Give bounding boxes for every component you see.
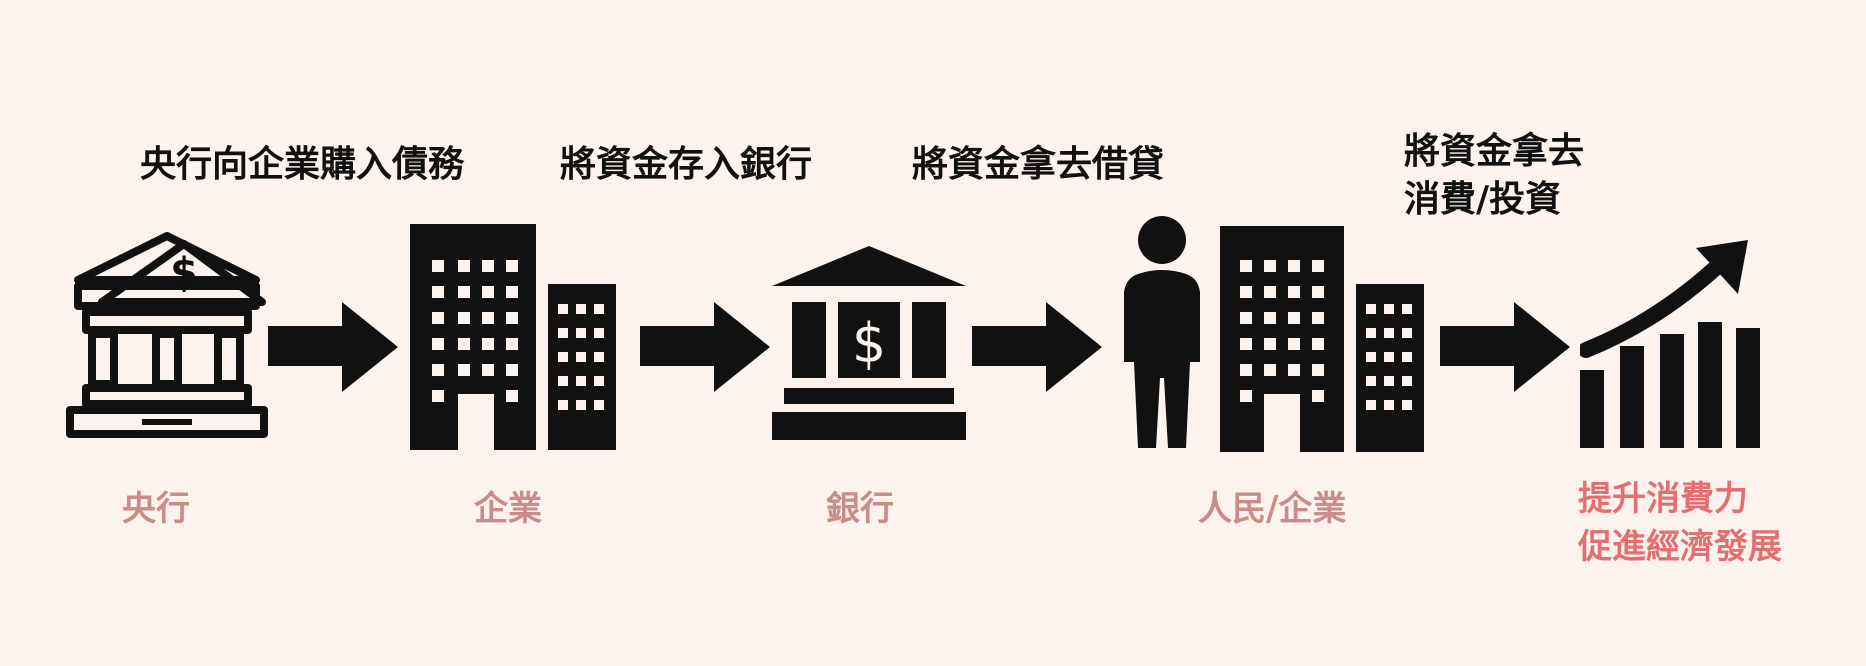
arrow-right-icon	[268, 302, 398, 392]
result-label-line2: 促進經濟發展	[1578, 527, 1782, 567]
result-label-line1: 提升消費力	[1578, 479, 1748, 519]
growth-chart-icon	[1580, 240, 1760, 448]
node-label-enterprise: 企業	[474, 489, 542, 529]
office-buildings-icon	[410, 224, 616, 450]
step-label-1: 央行向企業購入債務	[140, 144, 465, 185]
step-label-4-line2: 消費/投資	[1404, 179, 1562, 220]
svg-text:$: $	[170, 250, 198, 296]
step-label-2: 將資金存入銀行	[560, 144, 813, 185]
central-bank-icon: $	[66, 232, 268, 438]
arrow-right-icon	[972, 302, 1102, 392]
step-label-4-line1: 將資金拿去	[1404, 131, 1585, 172]
step-label-3: 將資金拿去借貸	[912, 144, 1165, 185]
person-and-buildings-icon	[1124, 216, 1424, 452]
svg-text:$: $	[852, 312, 886, 375]
node-label-bank: 銀行	[826, 489, 894, 529]
result-label: 提升消費力 促進經濟發展	[1578, 476, 1782, 570]
node-label-central-bank: 央行	[122, 489, 190, 529]
arrow-right-icon	[1440, 302, 1570, 392]
arrow-right-icon	[640, 302, 770, 392]
node-label-people-enterprise: 人民/企業	[1198, 489, 1347, 529]
bank-icon: $	[772, 246, 966, 440]
step-label-4: 將資金拿去 消費/投資	[1404, 127, 1584, 225]
